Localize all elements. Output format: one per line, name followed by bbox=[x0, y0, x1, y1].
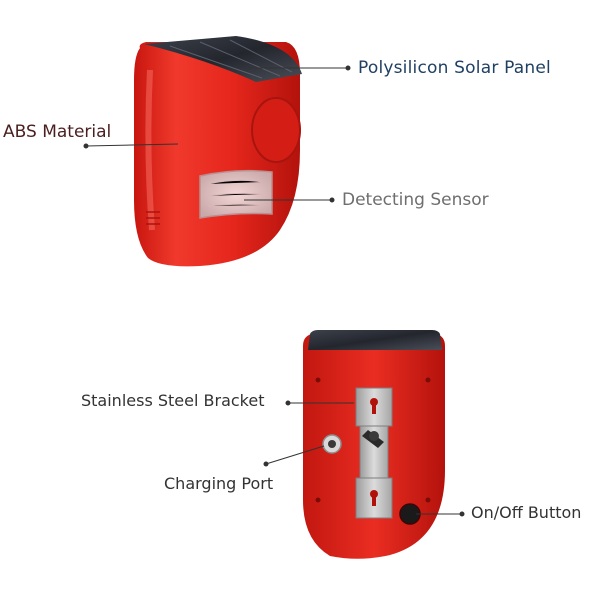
abs-material-label: ABS Material bbox=[3, 122, 112, 142]
solar-panel bbox=[144, 36, 302, 82]
stainless-bracket-label: Stainless Steel Bracket bbox=[81, 391, 265, 410]
back-device-view bbox=[303, 330, 445, 559]
back-solar-panel bbox=[308, 330, 442, 350]
leader-lines bbox=[83, 65, 465, 517]
siren-dome bbox=[251, 97, 301, 163]
solar-panel-label: Polysilicon Solar Panel bbox=[358, 58, 551, 78]
charging-port-label: Charging Port bbox=[164, 474, 274, 493]
front-device-view bbox=[134, 36, 302, 267]
detecting-sensor-label: Detecting Sensor bbox=[342, 190, 489, 210]
on-off-button-label: On/Off Button bbox=[471, 503, 582, 522]
